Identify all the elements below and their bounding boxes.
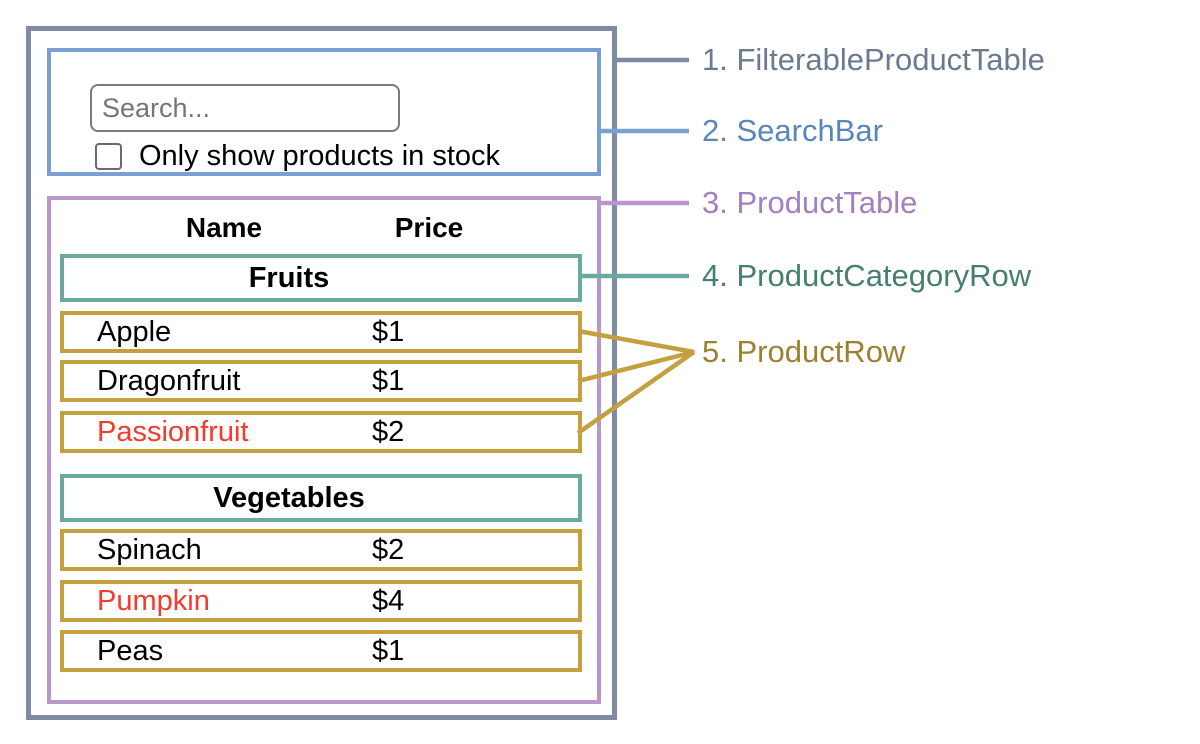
legend-product-table: 3. ProductTable — [702, 185, 918, 220]
legend-product-category-row: 4. ProductCategoryRow — [702, 258, 1032, 293]
product-price: $1 — [372, 315, 405, 348]
search-bar-box: Only show products in stock — [47, 48, 601, 176]
product-row-spinach: Spinach $2 — [60, 529, 582, 571]
product-price: $2 — [372, 533, 405, 566]
product-name: Spinach — [97, 533, 202, 566]
in-stock-checkbox-label: Only show products in stock — [139, 139, 501, 172]
legend-filterable-product-table: 1. FilterableProductTable — [702, 42, 1045, 77]
category-row-vegetables: Vegetables — [60, 474, 582, 522]
product-row-dragonfruit: Dragonfruit $1 — [60, 360, 582, 402]
product-price: $1 — [372, 364, 405, 397]
product-price: $2 — [372, 415, 405, 448]
product-row-passionfruit: Passionfruit $2 — [60, 411, 582, 453]
product-row-pumpkin: Pumpkin $4 — [60, 580, 582, 622]
category-label: Fruits — [248, 262, 330, 294]
column-header-price: Price — [394, 212, 464, 243]
product-name: Passionfruit — [97, 415, 249, 448]
product-name: Dragonfruit — [97, 364, 241, 397]
product-name: Pumpkin — [97, 584, 210, 617]
in-stock-filter-row: Only show products in stock — [95, 140, 500, 172]
product-price: $4 — [372, 584, 405, 617]
product-price: $1 — [372, 634, 405, 667]
product-row-peas: Peas $1 — [60, 630, 582, 672]
category-row-fruits: Fruits — [60, 254, 582, 302]
legend-product-row: 5. ProductRow — [702, 334, 906, 369]
product-name: Apple — [97, 315, 172, 348]
column-header-name: Name — [185, 212, 263, 243]
legend-search-bar: 2. SearchBar — [702, 113, 883, 148]
search-input[interactable] — [90, 84, 400, 132]
product-row-apple: Apple $1 — [60, 311, 582, 353]
product-name: Peas — [97, 634, 164, 667]
filterable-product-table-box: Only show products in stock Name Price F… — [26, 26, 617, 720]
product-table-box: Name Price Fruits Apple $1 Dragonfruit $… — [47, 196, 601, 704]
category-label: Vegetables — [213, 482, 365, 514]
in-stock-checkbox[interactable] — [95, 142, 122, 170]
